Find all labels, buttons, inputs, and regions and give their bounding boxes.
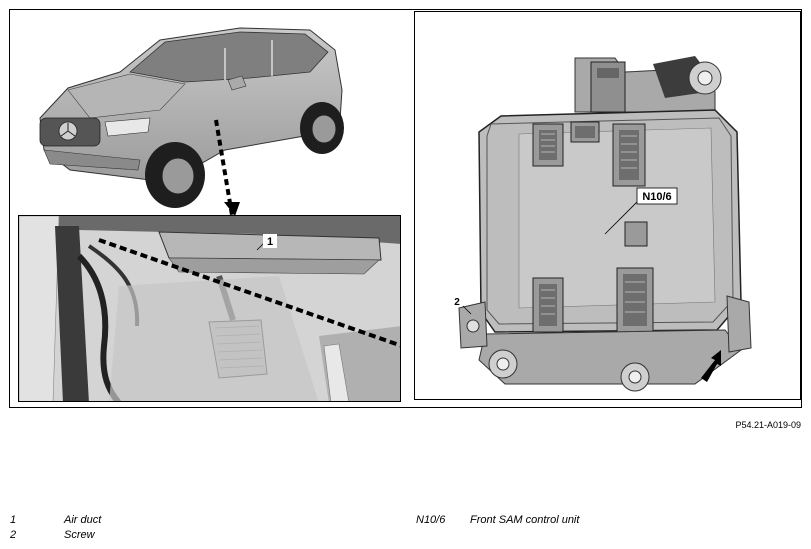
inset-pointer-line (98, 238, 400, 348)
connector-block (612, 123, 646, 187)
connector-block (616, 267, 654, 333)
figure-frame: 1 (9, 9, 802, 408)
callout-1-label: 1 (267, 236, 273, 248)
callout-2-label: 2 (454, 297, 460, 308)
connector-block (532, 277, 564, 333)
legend-item: 1 Air duct (10, 514, 101, 529)
legend-number: 1 (10, 514, 17, 526)
figure-reference-code: P54.21-A019-09 (735, 420, 801, 430)
legend-right: N10/6 Front SAM control unit (416, 514, 579, 529)
legend-number: 2 (10, 529, 17, 541)
legend-label: Screw (64, 529, 95, 541)
connector-block (570, 121, 600, 143)
callout-n10-6-label: N10/6 (642, 191, 671, 203)
vehicle-illustration-panel (10, 10, 405, 407)
legend-left: 1 Air duct 2 Screw (10, 514, 101, 544)
footwell-inset: 1 (18, 215, 401, 402)
legend-item: 2 Screw (10, 529, 101, 544)
pointer-line (214, 119, 234, 216)
control-unit-detail-panel: 2 N10/6 (414, 11, 801, 400)
vehicle-illustration (39, 27, 344, 208)
legend-label: Front SAM control unit (470, 514, 580, 526)
legend-item: N10/6 Front SAM control unit (416, 514, 579, 529)
legend-number: N10/6 (416, 514, 446, 526)
pointer-wedge (224, 202, 240, 216)
connector-block (532, 123, 564, 167)
legend-label: Air duct (64, 514, 102, 526)
direction-arrow-icon (701, 350, 721, 382)
